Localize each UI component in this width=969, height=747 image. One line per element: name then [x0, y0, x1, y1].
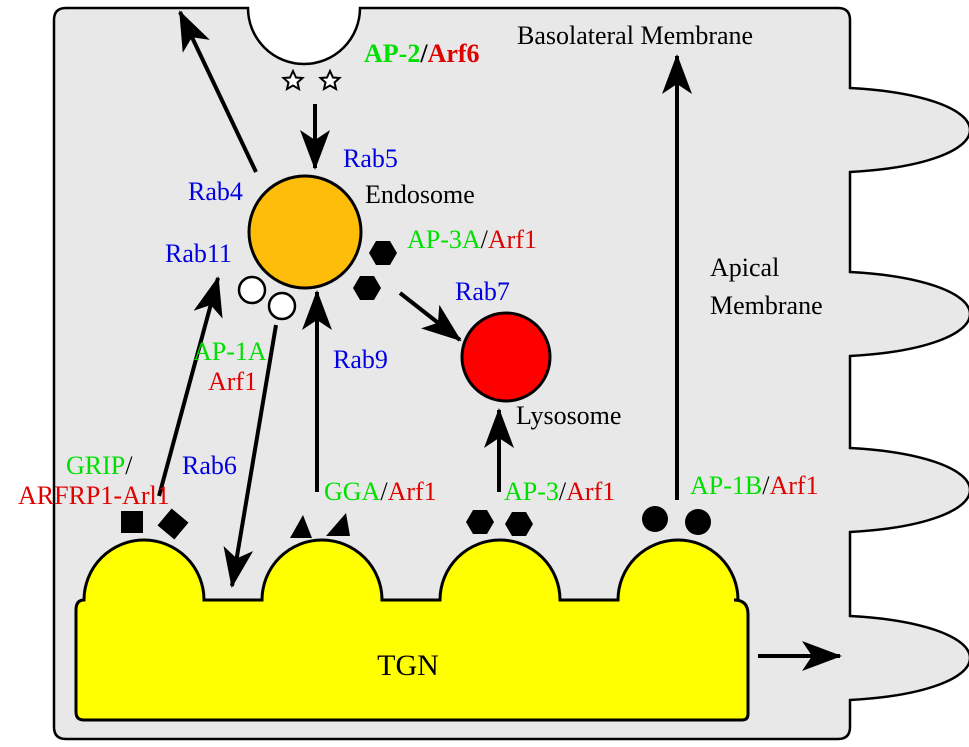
- endosome-label: Endosome: [365, 180, 475, 209]
- basolateral-membrane-label: Basolateral Membrane: [517, 21, 753, 50]
- ap1b-arf1-arf-label: Arf1: [769, 471, 818, 500]
- apical-membrane-label-line2: Membrane: [710, 291, 823, 320]
- lysosome-label: Lysosome: [516, 401, 621, 430]
- gga-arf1-label: GGA/Arf1: [324, 477, 437, 506]
- endosome-vesicle: [267, 291, 297, 321]
- apical-membrane-label-line1: Apical: [710, 253, 779, 282]
- arrow-to-lysosome: [398, 291, 462, 342]
- ap1b-label: AP-1B: [690, 471, 762, 500]
- ap2-separator: /: [419, 39, 428, 68]
- ap1b-arf1-label: AP-1B/Arf1: [690, 471, 819, 500]
- hexagon-icon: [466, 510, 494, 534]
- rab7-label: Rab7: [455, 277, 510, 306]
- tgn-organelle: [74, 538, 750, 722]
- arf6-label: Arf6: [428, 39, 480, 68]
- star-icon: [318, 68, 342, 92]
- arrow-recycling-rab4: [178, 10, 258, 173]
- ap3-arf1-arf-label: Arf1: [566, 477, 615, 506]
- ap2-arf6-label: AP-2/Arf6: [364, 39, 480, 68]
- arrow-tgn-to-recycling: [157, 276, 223, 497]
- circle-coat-icon: [642, 506, 668, 532]
- triangle-icon: [326, 513, 350, 536]
- ap1a-label: AP-1A: [193, 337, 267, 366]
- rab11-label: Rab11: [165, 239, 232, 268]
- gga-label: GGA: [324, 477, 381, 506]
- arrow-endosome-to-tgn: [223, 324, 278, 588]
- grip-separator: /: [125, 451, 133, 480]
- rab4-label: Rab4: [188, 177, 243, 206]
- ap1a-arf1-label: Arf1: [208, 367, 257, 396]
- ap3a-separator: /: [481, 225, 489, 254]
- rab5-label: Rab5: [343, 144, 398, 173]
- rab6-label: Rab6: [182, 451, 237, 480]
- grip-label-line: GRIP/: [66, 451, 133, 480]
- hexagon-icon: [369, 241, 397, 265]
- rab9-label: Rab9: [333, 345, 388, 374]
- endosome: [247, 174, 363, 290]
- gga-arf1-arf-label: Arf1: [388, 477, 437, 506]
- grip-label: GRIP: [66, 451, 125, 480]
- ap2-label: AP-2: [364, 39, 420, 68]
- ap3a-label: AP-3A: [407, 225, 481, 254]
- ap3a-arf1-arf-label: Arf1: [488, 225, 537, 254]
- star-icon: [281, 68, 305, 92]
- tgn-label: TGN: [377, 649, 439, 682]
- ap1b-separator: /: [762, 471, 770, 500]
- square-icon: [121, 511, 143, 533]
- endosome-vesicle: [237, 275, 267, 305]
- square-icon: [157, 508, 189, 540]
- hexagon-icon: [353, 276, 381, 300]
- gga-separator: /: [380, 477, 388, 506]
- ap3a-arf1-label: AP-3A/Arf1: [407, 225, 537, 254]
- triangle-icon: [290, 515, 312, 538]
- arfrp1-arl1-label: ARFRP1-Arl1: [18, 481, 170, 510]
- ap3-separator: /: [559, 477, 567, 506]
- lysosome: [460, 311, 552, 403]
- hexagon-icon: [505, 512, 533, 536]
- ap3-label: AP-3: [504, 477, 559, 506]
- ap3-arf1-label: AP-3/Arf1: [504, 477, 615, 506]
- circle-coat-icon: [685, 509, 711, 535]
